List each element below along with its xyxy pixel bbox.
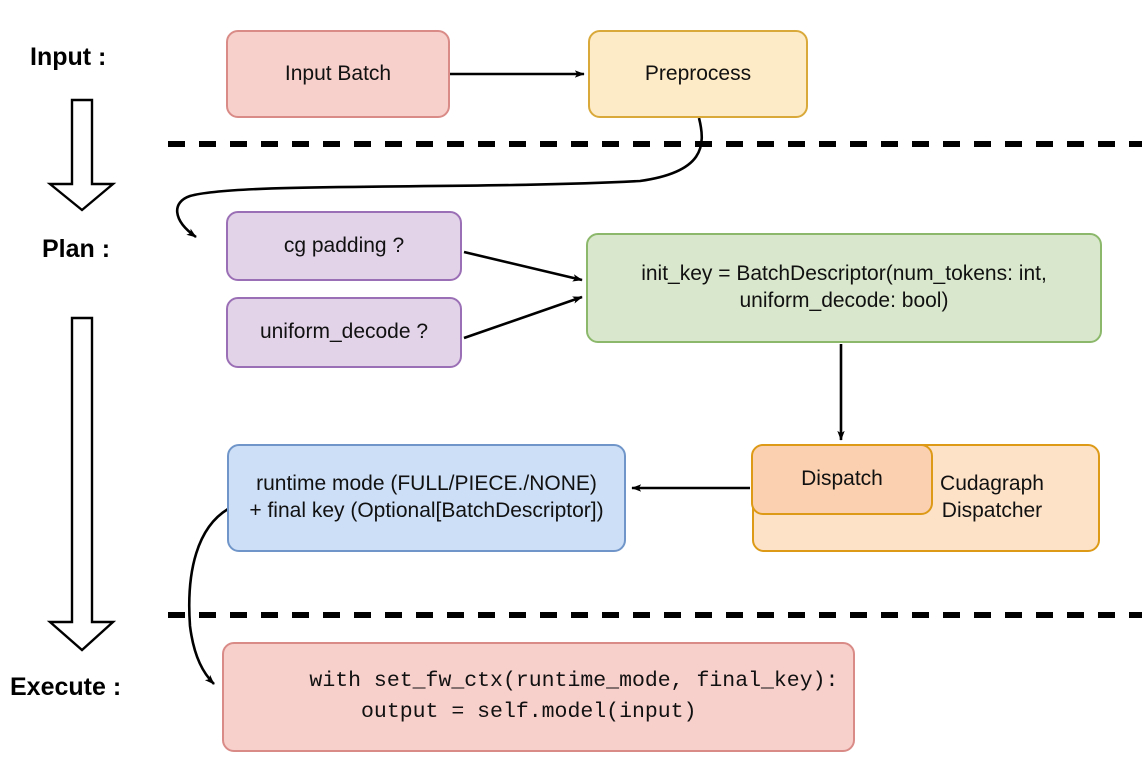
node-runtime-mode[interactable]: runtime mode (FULL/PIECE./NONE) + final … [227, 444, 626, 552]
stage-label-input: Input : [30, 43, 107, 71]
stage-label-execute: Execute : [10, 673, 122, 701]
node-runtime-mode-line2: + final key (Optional[BatchDescriptor]) [249, 499, 604, 522]
node-uniform-decode[interactable]: uniform_decode ? [226, 297, 462, 368]
node-dispatch[interactable]: Dispatch [751, 444, 933, 515]
node-preprocess[interactable]: Preprocess [588, 30, 808, 118]
node-input-batch[interactable]: Input Batch [226, 30, 450, 118]
node-cg-padding[interactable]: cg padding ? [226, 211, 462, 281]
node-execute-code-line1: with set_fw_ctx(runtime_mode, final_key)… [309, 669, 839, 694]
stage-block-arrow-input-to-plan [46, 98, 117, 212]
stage-label-plan: Plan : [42, 235, 111, 263]
node-init-key-line1: init_key = BatchDescriptor(num_tokens: i… [641, 262, 1047, 286]
node-execute-code-line2: output = self.model(input) [309, 700, 697, 724]
stage-block-arrow-plan-to-execute [46, 316, 117, 652]
arrow-uniform-decode-to-init-key [463, 295, 583, 340]
node-init-key-line2: uniform_decode: bool) [739, 289, 949, 312]
node-cudagraph-dispatcher-line2: Dispatcher [941, 499, 1043, 522]
node-init-key[interactable]: init_key = BatchDescriptor(num_tokens: i… [586, 233, 1102, 343]
node-execute-code[interactable]: with set_fw_ctx(runtime_mode, final_key)… [222, 642, 855, 752]
arrow-cg-padding-to-init-key [463, 250, 583, 282]
node-cudagraph-dispatcher-line1: Cudagraph [940, 472, 1044, 496]
node-runtime-mode-line1: runtime mode (FULL/PIECE./NONE) [256, 472, 597, 496]
